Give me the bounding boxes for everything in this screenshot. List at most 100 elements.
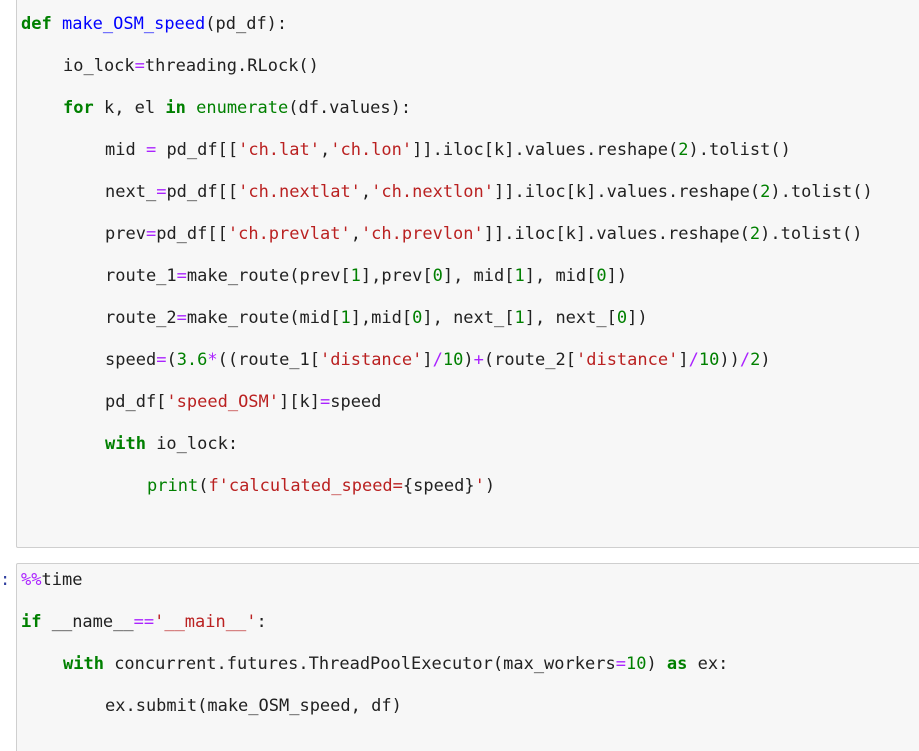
- code-token: if: [21, 612, 42, 632]
- code-token: print: [147, 476, 199, 496]
- code-line: with io_lock:: [105, 434, 238, 454]
- code-token: ][k]: [279, 392, 320, 412]
- code-token: route_2: [105, 308, 177, 328]
- code-token: ).tolist(): [688, 140, 791, 160]
- code-line: speed=(3.6*((route_1['distance']/10)+(ro…: [105, 350, 771, 370]
- code-token: def: [21, 14, 52, 34]
- code-line: with concurrent.futures.ThreadPoolExecut…: [63, 654, 728, 674]
- code-token: %%: [21, 570, 42, 590]
- code-token: io_lock:: [145, 434, 239, 454]
- code-token: ,: [319, 140, 331, 160]
- code-token: +: [473, 350, 484, 370]
- code-token: /: [432, 350, 443, 370]
- code-token: 2: [678, 140, 689, 160]
- code-token: ==: [133, 612, 155, 632]
- code-line: if __name__=='__main__':: [21, 612, 267, 632]
- code-token: 'speed_OSM': [166, 392, 280, 412]
- code-token: with: [63, 654, 104, 674]
- code-token: ], mid[: [524, 266, 597, 286]
- code-token: ],prev[: [360, 266, 433, 286]
- code-token: =: [145, 224, 157, 244]
- code-token: :: [256, 612, 267, 632]
- code-token: (df.values):: [288, 98, 412, 118]
- code-token: next_: [105, 182, 157, 202]
- code-token: (: [198, 476, 209, 496]
- code-token: /: [688, 350, 699, 370]
- code-token: ex:: [687, 654, 729, 674]
- code-token: ]): [627, 308, 648, 328]
- code-token: ex.submit(make_OSM_speed, df): [105, 696, 402, 716]
- code-token: [52, 14, 62, 34]
- code-token: f'calculated_speed=: [208, 476, 403, 496]
- code-token: =: [615, 654, 626, 674]
- code-line: route_1=make_route(prev[1],prev[0], mid[…: [105, 266, 627, 286]
- code-token: make_OSM_speed: [61, 14, 206, 34]
- code-token: ): [484, 476, 496, 496]
- code-token: 2: [749, 224, 761, 244]
- code-token: 'distance': [320, 350, 423, 370]
- code-token: ]].iloc[k].values.reshape(: [494, 182, 761, 202]
- code-token: ]].iloc[k].values.reshape(: [412, 140, 679, 160]
- code-token: prev: [105, 224, 146, 244]
- code-token: 3.6: [176, 350, 208, 370]
- code-token: [186, 98, 196, 118]
- code-token: ,: [360, 182, 372, 202]
- code-line: next_=pd_df[['ch.nextlat','ch.nextlon']]…: [105, 182, 873, 202]
- code-token: pd_df[[: [156, 140, 239, 160]
- code-token: 'ch.lat': [238, 140, 320, 160]
- code-token: 'ch.lon': [330, 140, 413, 160]
- code-token: 'ch.prevlat': [227, 224, 351, 244]
- code-token: ]: [678, 350, 689, 370]
- code-token: ': [474, 476, 485, 496]
- code-token: time: [41, 570, 83, 590]
- code-token: speed: [105, 350, 157, 370]
- code-token: 1: [350, 266, 361, 286]
- code-token: 1: [514, 266, 525, 286]
- code-cell-input[interactable]: [16, 563, 919, 751]
- code-token: ], next_[: [524, 308, 617, 328]
- code-token: ], next_[: [422, 308, 515, 328]
- code-token: =: [319, 392, 331, 412]
- code-token: concurrent.futures.ThreadPoolExecutor(ma…: [103, 654, 616, 674]
- code-token: 1: [514, 308, 525, 328]
- code-token: =: [156, 350, 167, 370]
- code-token: ): [646, 654, 667, 674]
- code-token: )): [719, 350, 740, 370]
- code-token: as: [666, 654, 688, 674]
- code-token: (: [166, 350, 177, 370]
- code-line: for k, el in enumerate(df.values):: [63, 98, 411, 118]
- code-token: ], mid[: [442, 266, 515, 286]
- code-token: ],mid[: [350, 308, 413, 328]
- code-token: (route_2[: [483, 350, 576, 370]
- code-token: enumerate: [196, 98, 289, 118]
- code-token: mid: [105, 140, 146, 160]
- code-token: in: [165, 98, 186, 118]
- code-token: 2: [760, 182, 771, 202]
- code-token: *: [207, 350, 218, 370]
- code-token: 10: [442, 350, 464, 370]
- code-token: pd_df[: [105, 392, 167, 412]
- code-line: def make_OSM_speed(pd_df):: [21, 14, 287, 34]
- code-line: print(f'calculated_speed={speed}'): [147, 476, 495, 496]
- code-token: =: [134, 56, 145, 76]
- code-token: route_1: [105, 266, 177, 286]
- code-token: {speed}: [402, 476, 475, 496]
- code-token: ): [463, 350, 474, 370]
- code-token: 'ch.nextlon': [371, 182, 494, 202]
- code-cell-input[interactable]: [16, 0, 919, 548]
- code-token: ]: [422, 350, 433, 370]
- code-token: =: [156, 182, 167, 202]
- code-token: /: [739, 350, 751, 370]
- code-token: io_lock: [63, 56, 135, 76]
- code-token: '__main__': [154, 612, 257, 632]
- code-token: 'ch.prevlon': [360, 224, 484, 244]
- code-token: 1: [340, 308, 351, 328]
- code-token: 10: [698, 350, 720, 370]
- code-token: 0: [432, 266, 443, 286]
- code-token: ]): [606, 266, 628, 286]
- code-token: with: [105, 434, 146, 454]
- code-token: ).tolist(): [760, 224, 863, 244]
- code-token: __name__: [41, 612, 134, 632]
- code-token: ): [760, 350, 771, 370]
- code-token: speed: [330, 392, 382, 412]
